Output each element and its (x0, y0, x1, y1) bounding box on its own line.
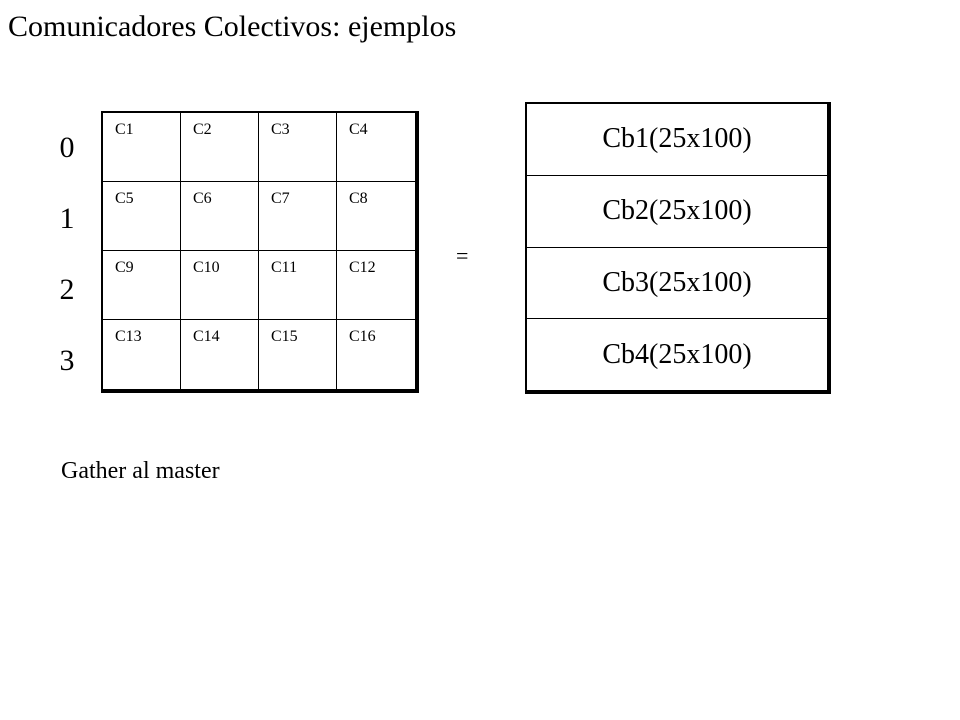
slide-title: Comunicadores Colectivos: ejemplos (8, 10, 457, 43)
result-block: Cb1(25x100) (527, 104, 827, 176)
grid-cell: C14 (181, 320, 259, 389)
caption: Gather al master (61, 458, 220, 484)
result-block: Cb4(25x100) (602, 338, 752, 370)
communicator-grid: C1 C2 C3 C4 C5 C6 C7 C8 C9 C10 C11 C12 C… (101, 111, 419, 393)
equals-sign: = (456, 243, 469, 268)
grid-cell: C9 (103, 251, 181, 320)
grid-cell: C8 (337, 182, 415, 251)
grid-cell: C4 (337, 113, 415, 182)
grid-cell: C1 (103, 113, 181, 182)
result-block: Cb3(25x100) (527, 248, 827, 320)
grid-cell: C5 (103, 182, 181, 251)
grid-cell: C6 (181, 182, 259, 251)
grid-cell: C16 (349, 328, 376, 345)
result-blocks: Cb1(25x100) Cb2(25x100) Cb3(25x100) Cb4(… (525, 102, 831, 394)
grid-cell: C12 (337, 251, 415, 320)
row-label-2: 2 (59, 273, 75, 306)
grid-cell: C11 (259, 251, 337, 320)
grid-cell: C2 (181, 113, 259, 182)
grid-cell: C13 (103, 320, 181, 389)
row-label-3: 3 (59, 344, 75, 377)
grid-cell: C7 (259, 182, 337, 251)
row-labels: 0 1 2 3 (52, 112, 82, 396)
grid-cell: C3 (259, 113, 337, 182)
grid-cell: C15 (259, 320, 337, 389)
row-label-1: 1 (59, 202, 75, 235)
result-block: Cb2(25x100) (527, 176, 827, 248)
row-label-0: 0 (59, 131, 75, 164)
grid-cell: C10 (181, 251, 259, 320)
